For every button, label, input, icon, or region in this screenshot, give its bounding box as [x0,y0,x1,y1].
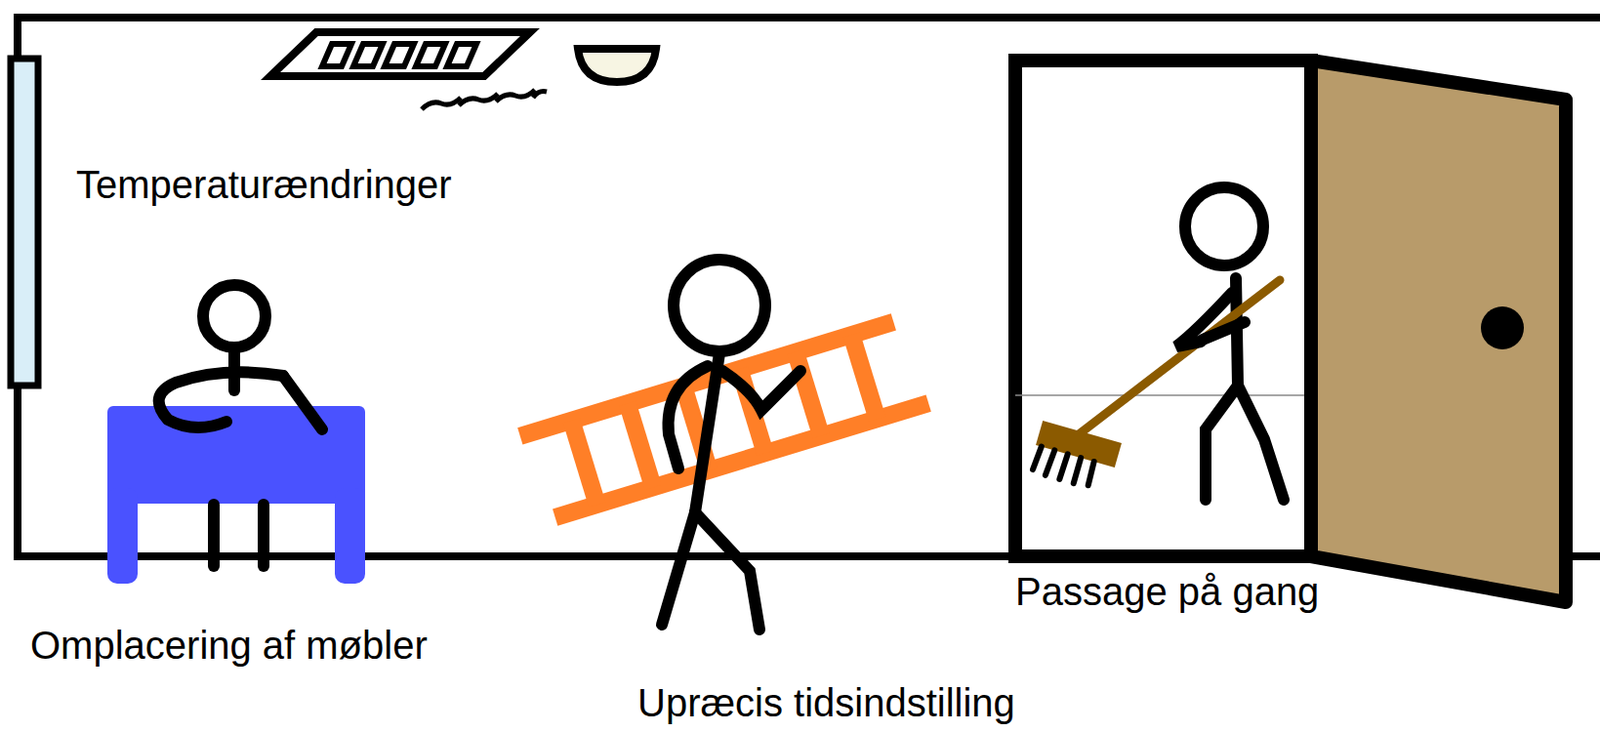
vent-slot [384,43,414,67]
air-wave [533,91,547,98]
broom-handle [1066,280,1280,445]
ladder-rung [571,420,597,505]
bristle [1087,461,1096,486]
air-wave [495,89,535,102]
vent-slots [322,43,477,67]
leg [1237,385,1284,500]
person-ladder [661,259,801,630]
air-wave [421,97,461,110]
arm [668,366,709,469]
vent-slot [353,43,383,67]
air-wave [458,93,498,106]
head [1185,187,1264,266]
ladder-rung [627,403,654,488]
caption-label: Upræcis tidsindstilling [637,680,1016,726]
broom-head [1028,420,1122,493]
head [673,259,766,352]
bristle [1073,457,1081,484]
ceiling-vent [270,32,531,77]
leg [661,512,696,625]
corridor-line [1015,394,1312,397]
bristle [1059,453,1067,480]
ladder-rung [795,352,821,437]
leg [695,512,760,630]
broom [1028,280,1280,493]
arm [283,375,323,430]
caption-label: Passage på gang [1015,569,1319,615]
desk-top [107,406,366,504]
ceiling-lamp [577,48,657,83]
vent-slot [415,43,446,67]
vent-slot [447,43,477,67]
window [10,58,39,386]
caption-label: Temperaturændringer [76,162,452,207]
arm [722,370,801,411]
arm [1176,292,1232,347]
leg [257,504,270,567]
leg [1205,385,1238,500]
ladder-rung [851,334,877,419]
desk-leg [334,488,366,584]
door-frame [1015,60,1312,557]
caption-label: Omplacering af møbler [30,622,428,668]
person-desk [159,285,323,567]
bristle [1032,446,1042,471]
arm [159,371,284,428]
desk-leg [107,488,138,584]
broom-bristles [1031,446,1095,488]
bristle [1045,450,1055,477]
air-waves [421,89,547,110]
door-knob [1480,306,1524,350]
leg [207,504,220,567]
door [1311,60,1566,603]
head [203,285,266,348]
vent-slot [322,43,352,67]
